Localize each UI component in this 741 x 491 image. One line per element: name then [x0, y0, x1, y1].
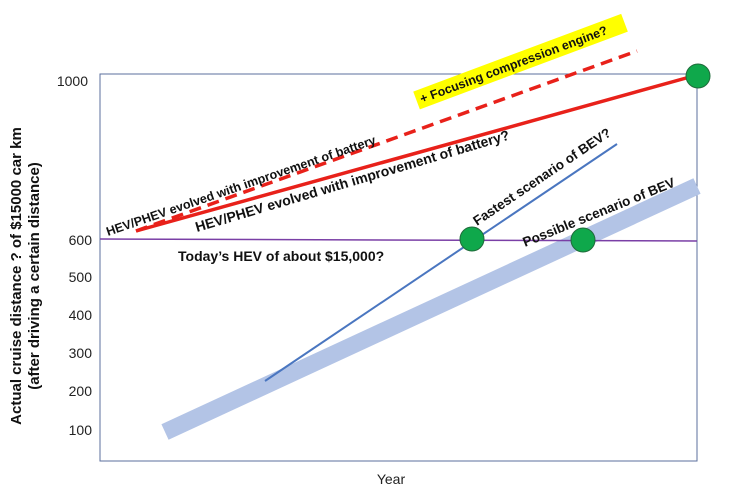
y-axis-label-line2: (after driving a certain distance) [26, 162, 43, 390]
possible-bev-band [161, 178, 701, 440]
todays-hev-line [99, 238, 698, 242]
y-tick-1000: 1000 [57, 73, 88, 89]
y-tick-300: 300 [69, 345, 93, 361]
compression-highlight [413, 13, 628, 110]
fastest-bev-line [264, 143, 618, 382]
y-tick-600: 600 [69, 232, 93, 248]
y-tick-500: 500 [69, 269, 93, 285]
hev-phev-target-marker [685, 63, 711, 89]
plot-frame [99, 73, 698, 462]
possible-bev-parity-marker [570, 227, 596, 253]
y-tick-100: 100 [69, 422, 93, 438]
x-axis-label: Year [377, 471, 406, 486]
y-tick-400: 400 [69, 307, 93, 323]
y-tick-200: 200 [69, 383, 93, 399]
fastest-bev-parity-marker [459, 226, 485, 252]
hev-phev-dashed-line [135, 49, 638, 233]
hev-phev-solid-line [135, 73, 698, 233]
y-axis-label-line1: Actual cruise distance ? of $15000 car k… [8, 127, 25, 425]
todays-hev-label: Today’s HEV of about $15,000? [178, 248, 384, 264]
compression-highlight-group: + Focusing compression engine? [413, 13, 628, 110]
